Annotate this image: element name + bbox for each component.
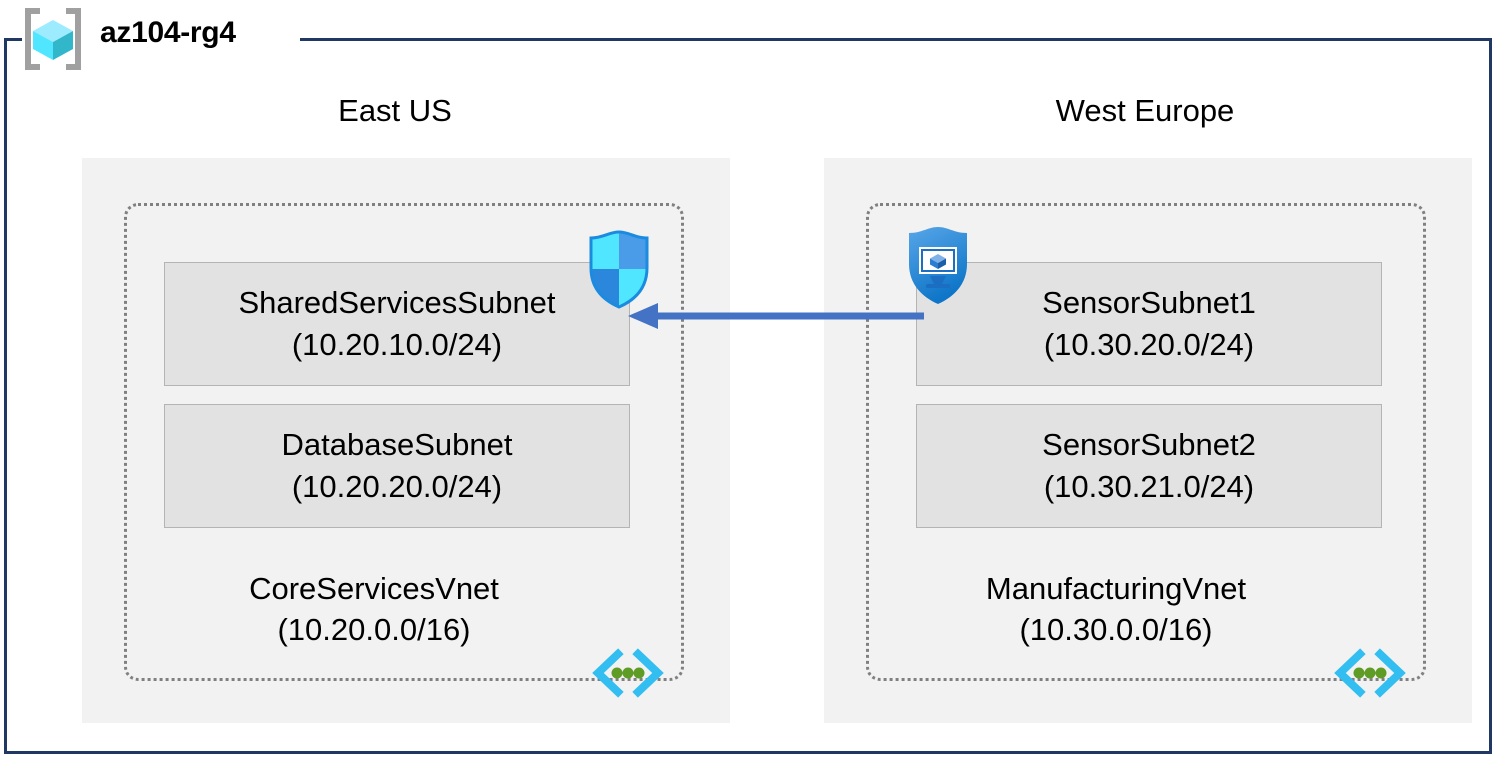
subnet-name: DatabaseSubnet xyxy=(281,427,513,462)
subnet-sensor-1[interactable]: SensorSubnet1 (10.30.20.0/24) xyxy=(916,262,1382,386)
vnet-caption-manufacturing: ManufacturingVnet (10.30.0.0/16) xyxy=(876,568,1356,650)
subnet-name: SensorSubnet2 xyxy=(1042,427,1256,462)
virtual-network-icon xyxy=(1334,648,1406,698)
region-label-west-europe: West Europe xyxy=(1055,93,1235,128)
resource-group-title: az104-rg4 xyxy=(100,16,236,49)
subnet-cidr: (10.30.21.0/24) xyxy=(1043,469,1255,504)
vnet-cidr: (10.30.0.0/16) xyxy=(1019,612,1213,647)
vnet-manufacturing[interactable] xyxy=(866,203,1426,681)
vnet-cidr: (10.20.0.0/16) xyxy=(277,612,471,647)
vnet-name: ManufacturingVnet xyxy=(985,571,1247,606)
subnet-shared-services[interactable]: SharedServicesSubnet (10.20.10.0/24) xyxy=(164,262,630,386)
left-arrow-connector xyxy=(624,300,924,332)
vm-security-shield-icon xyxy=(902,224,974,306)
resource-group-cube-icon xyxy=(18,8,88,70)
region-label-east-us: East US xyxy=(338,93,452,128)
network-security-group-shield-icon xyxy=(583,228,655,310)
vnet-core-services[interactable] xyxy=(124,203,684,681)
subnet-database[interactable]: DatabaseSubnet (10.20.20.0/24) xyxy=(164,404,630,528)
subnet-cidr: (10.20.10.0/24) xyxy=(291,327,503,362)
subnet-cidr: (10.20.20.0/24) xyxy=(291,469,503,504)
vnet-name: CoreServicesVnet xyxy=(249,571,499,606)
resource-group-border-top-left xyxy=(4,38,22,41)
subnet-name: SharedServicesSubnet xyxy=(238,285,556,320)
virtual-network-icon xyxy=(592,648,664,698)
vnet-caption-core-services: CoreServicesVnet (10.20.0.0/16) xyxy=(134,568,614,650)
resource-group-container xyxy=(4,38,1492,754)
resource-group-border-top-right xyxy=(300,38,1492,41)
subnet-sensor-2[interactable]: SensorSubnet2 (10.30.21.0/24) xyxy=(916,404,1382,528)
subnet-cidr: (10.30.20.0/24) xyxy=(1043,327,1255,362)
subnet-name: SensorSubnet1 xyxy=(1042,285,1256,320)
